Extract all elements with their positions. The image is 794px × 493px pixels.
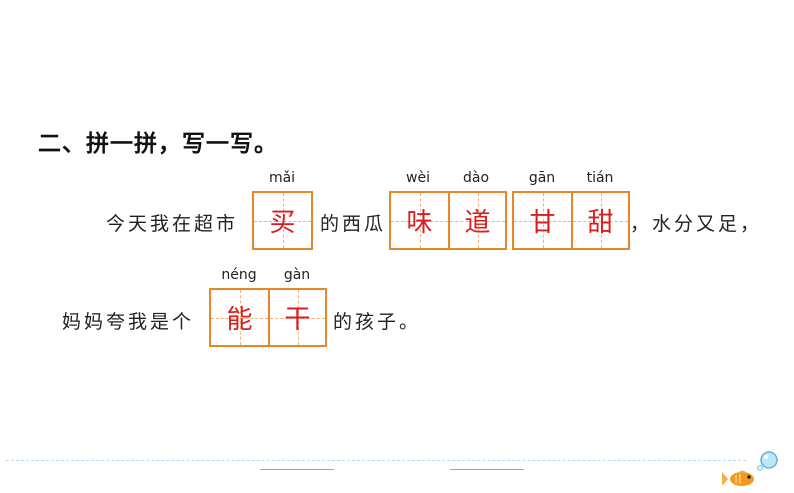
pinyin-tian: tián xyxy=(586,170,614,186)
answer-char: 能 xyxy=(226,305,253,335)
answer-box-nenggan: 能 干 xyxy=(209,288,327,347)
answer-char: 甜 xyxy=(587,208,614,238)
answer-box-mai: 买 xyxy=(252,191,313,250)
writing-cell: 甜 xyxy=(571,193,628,248)
writing-cell: 道 xyxy=(448,193,505,248)
pinyin-dao: dào xyxy=(462,170,490,186)
pinyin-gan2: gàn xyxy=(283,267,311,283)
writing-cell: 能 xyxy=(211,290,268,345)
answer-char: 味 xyxy=(406,208,433,238)
answer-char: 道 xyxy=(464,208,491,238)
footer-mark-left xyxy=(260,469,334,470)
sentence1-text-after: ，水分又足， xyxy=(630,213,763,235)
pinyin-mai: mǎi xyxy=(268,170,296,186)
bubble-icon xyxy=(760,451,778,469)
footer-mark-right xyxy=(450,469,524,470)
writing-cell: 干 xyxy=(268,290,325,345)
writing-cell: 买 xyxy=(254,193,311,248)
answer-char: 干 xyxy=(284,305,311,335)
pinyin-gan: gān xyxy=(528,170,556,186)
pinyin-wei: wèi xyxy=(406,170,430,186)
sentence1-text-before: 今天我在超市 xyxy=(106,213,239,235)
sentence2-text-before: 妈妈夸我是个 xyxy=(62,311,195,333)
answer-box-gantian: 甘 甜 xyxy=(512,191,630,250)
answer-char: 买 xyxy=(269,208,296,238)
fish-icon xyxy=(722,451,778,486)
answer-box-weidao: 味 道 xyxy=(389,191,507,250)
sentence1-text-middle: 的西瓜 xyxy=(320,213,387,235)
exercise-heading: 二、拼一拼，写一写。 xyxy=(38,131,278,157)
pinyin-neng: néng xyxy=(221,267,257,283)
footer-divider xyxy=(6,460,746,461)
sentence2-text-after: 的孩子。 xyxy=(333,311,422,333)
answer-char: 甘 xyxy=(529,208,556,238)
writing-cell: 甘 xyxy=(514,193,571,248)
writing-cell: 味 xyxy=(391,193,448,248)
